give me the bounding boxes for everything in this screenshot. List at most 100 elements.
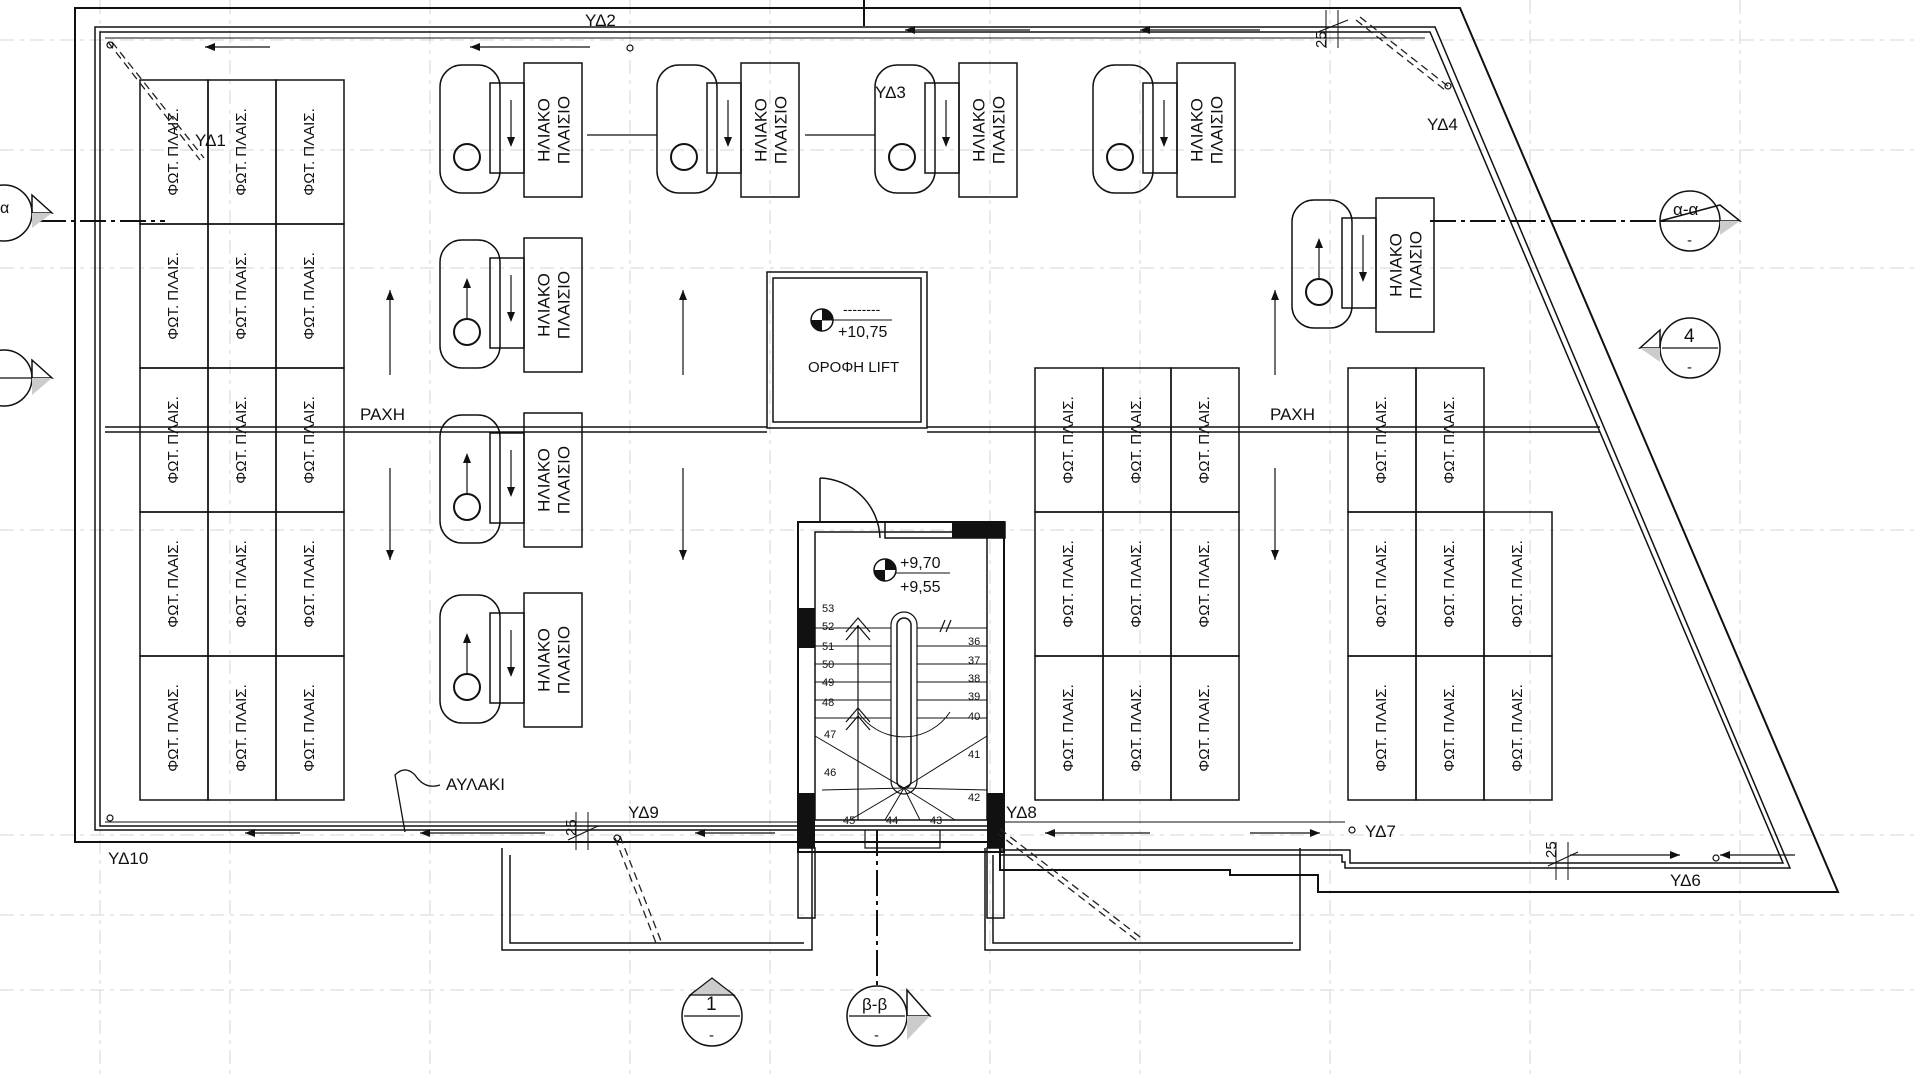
solar-label-line2: ΠΛΑΙΣΙΟ <box>989 96 1008 164</box>
section-aa-top: α-α <box>1673 200 1698 219</box>
stair-step-number: 50 <box>822 659 834 671</box>
pv-panel-label: ΦΩΤ. ΠΛΑΙΣ. <box>301 540 318 628</box>
pv-panel: ΦΩΤ. ΠΛΑΙΣ. <box>1483 511 1553 657</box>
solar-label-line1: ΗΛΙΑΚΟ <box>534 448 553 512</box>
stair-step-number: 37 <box>968 655 980 667</box>
stair-step-number: 39 <box>968 691 980 703</box>
stair-step-number: 40 <box>968 711 980 723</box>
pv-panel: ΦΩΤ. ΠΛΑΙΣ. <box>1415 367 1485 513</box>
stair-step-number: 46 <box>824 767 836 779</box>
solar-label-line2: ΠΛΑΙΣΙΟ <box>1406 231 1425 299</box>
pv-panel-label: ΦΩΤ. ΠΛΑΙΣ. <box>1060 684 1077 772</box>
section-marker-1: 1 - <box>681 977 743 1047</box>
pv-panel-label: ΦΩΤ. ΠΛΑΙΣ. <box>233 684 250 772</box>
section-bb-bottom: - <box>874 1027 879 1044</box>
section-1-top: 1 <box>706 994 717 1015</box>
pv-panel: ΦΩΤ. ΠΛΑΙΣ. <box>275 367 345 513</box>
pv-panel: ΦΩΤ. ΠΛΑΙΣ. <box>139 223 209 369</box>
pv-panel: ΦΩΤ. ΠΛΑΙΣ. <box>1347 367 1417 513</box>
section-marker-left-a: α <box>0 184 54 242</box>
stair-step-number: 47 <box>824 729 836 741</box>
lift-level-top: -------- <box>843 301 881 317</box>
pv-panel-label: ΦΩΤ. ΠΛΑΙΣ. <box>233 396 250 484</box>
pv-panel-label: ΦΩΤ. ΠΛΑΙΣ. <box>1441 540 1458 628</box>
section-aa-bottom: - <box>1687 232 1692 249</box>
pv-panel: ΦΩΤ. ΠΛΑΙΣ. <box>1347 655 1417 801</box>
slope-arrow <box>695 829 775 837</box>
solar-label-line1: ΗΛΙΑΚΟ <box>969 98 988 162</box>
slope-arrow <box>386 468 394 560</box>
drain-yd7-label: ΥΔ7 <box>1365 822 1396 841</box>
pv-panel: ΦΩΤ. ΠΛΑΙΣ. <box>275 655 345 801</box>
stairwell: +9,70 +9,55 3637383940414243444546474849… <box>797 477 1006 919</box>
pv-panel: ΦΩΤ. ΠΛΑΙΣ. <box>139 511 209 657</box>
section-1-bottom: - <box>709 1027 714 1044</box>
pv-panel-label: ΦΩΤ. ΠΛΑΙΣ. <box>1060 396 1077 484</box>
pv-panel: ΦΩΤ. ΠΛΑΙΣ. <box>1102 655 1172 801</box>
pv-panel-label: ΦΩΤ. ΠΛΑΙΣ. <box>1128 540 1145 628</box>
pv-panel: ΦΩΤ. ΠΛΑΙΣ. <box>1170 511 1240 657</box>
drain-yd2-label: ΥΔ2 <box>585 11 616 30</box>
solar-label-line1: ΗΛΙΑΚΟ <box>751 98 770 162</box>
section-bb-top: β-β <box>862 995 887 1014</box>
pv-panel: ΦΩΤ. ΠΛΑΙΣ. <box>275 79 345 225</box>
dim-25-top: 25 <box>1313 31 1330 48</box>
lift-level: +10,75 <box>838 324 887 341</box>
pv-panel-label: ΦΩΤ. ΠΛΑΙΣ. <box>233 252 250 340</box>
solar-label-line1: ΗΛΙΑΚΟ <box>534 628 553 692</box>
ridge-line: ΡΑΧΗ ΡΑΧΗ <box>105 405 1600 433</box>
pv-panel: ΦΩΤ. ΠΛΑΙΣ. <box>207 655 277 801</box>
stair-step-number: 48 <box>822 697 834 709</box>
pv-panel-label: ΦΩΤ. ΠΛΑΙΣ. <box>1196 540 1213 628</box>
section-marker-aa: α-α - <box>1659 190 1743 252</box>
pv-panel: ΦΩΤ. ΠΛΑΙΣ. <box>207 79 277 225</box>
section-marker-bb: β-β - <box>846 985 932 1047</box>
pv-panel-label: ΦΩΤ. ΠΛΑΙΣ. <box>165 540 182 628</box>
slope-arrow <box>679 468 687 560</box>
slope-arrow <box>1250 829 1320 837</box>
solar-label-line2: ΠΛΑΙΣΙΟ <box>554 271 573 339</box>
pv-panel: ΦΩΤ. ΠΛΑΙΣ. <box>1034 655 1104 801</box>
section-4-bottom: - <box>1687 359 1692 376</box>
pv-panel-label: ΦΩΤ. ΠΛΑΙΣ. <box>1441 684 1458 772</box>
pv-panel: ΦΩΤ. ΠΛΑΙΣ. <box>1415 655 1485 801</box>
slope-arrow <box>1271 290 1279 375</box>
pv-panel: ΦΩΤ. ΠΛΑΙΣ. <box>1102 511 1172 657</box>
slope-arrow <box>420 829 545 837</box>
dim-25-bottom-left: 25 <box>563 819 580 836</box>
drain-yd6-label: ΥΔ6 <box>1670 871 1701 890</box>
solar-label-line2: ΠΛΑΙΣΙΟ <box>554 626 573 694</box>
slope-arrow <box>905 26 1030 34</box>
roof-drains: ΥΔ1 ΥΔ2 ΥΔ3 ΥΔ4 ΥΔ6 ΥΔ7 ΥΔ8 ΥΔ9 ΥΔ10 <box>106 11 1720 944</box>
pv-panel-label: ΦΩΤ. ΠΛΑΙΣ. <box>165 108 182 196</box>
slope-arrow <box>205 43 270 51</box>
stair-step-number: 45 <box>843 815 855 827</box>
pv-panel: ΦΩΤ. ΠΛΑΙΣ. <box>139 655 209 801</box>
section-cut-bb <box>863 0 878 990</box>
solar-label-line1: ΗΛΙΑΚΟ <box>534 273 553 337</box>
lift-roof: -------- +10,75 ΟΡΟΦΗ LIFT <box>766 271 928 429</box>
solar-label-line1: ΗΛΙΑΚΟ <box>534 98 553 162</box>
solar-label-line1: ΗΛΙΑΚΟ <box>1386 233 1405 297</box>
stair-step-number: 42 <box>968 792 980 804</box>
pv-panel: ΦΩΤ. ΠΛΑΙΣ. <box>1483 655 1553 801</box>
pv-panel-label: ΦΩΤ. ΠΛΑΙΣ. <box>233 108 250 196</box>
pv-panel-label: ΦΩΤ. ΠΛΑΙΣ. <box>1441 396 1458 484</box>
stair-step-number: 49 <box>822 677 834 689</box>
stair-step-number: 51 <box>822 641 834 653</box>
solar-label-line2: ΠΛΑΙΣΙΟ <box>1207 96 1226 164</box>
pv-panel: ΦΩΤ. ΠΛΑΙΣ. <box>275 223 345 369</box>
stair-step-number: 52 <box>822 621 834 633</box>
slope-arrow <box>1140 26 1260 34</box>
drain-yd9-label: ΥΔ9 <box>628 803 659 822</box>
stair-level-bottom: +9,55 <box>900 579 941 596</box>
pv-panel-label: ΦΩΤ. ΠΛΑΙΣ. <box>165 684 182 772</box>
pv-panel-label: ΦΩΤ. ΠΛΑΙΣ. <box>1128 396 1145 484</box>
